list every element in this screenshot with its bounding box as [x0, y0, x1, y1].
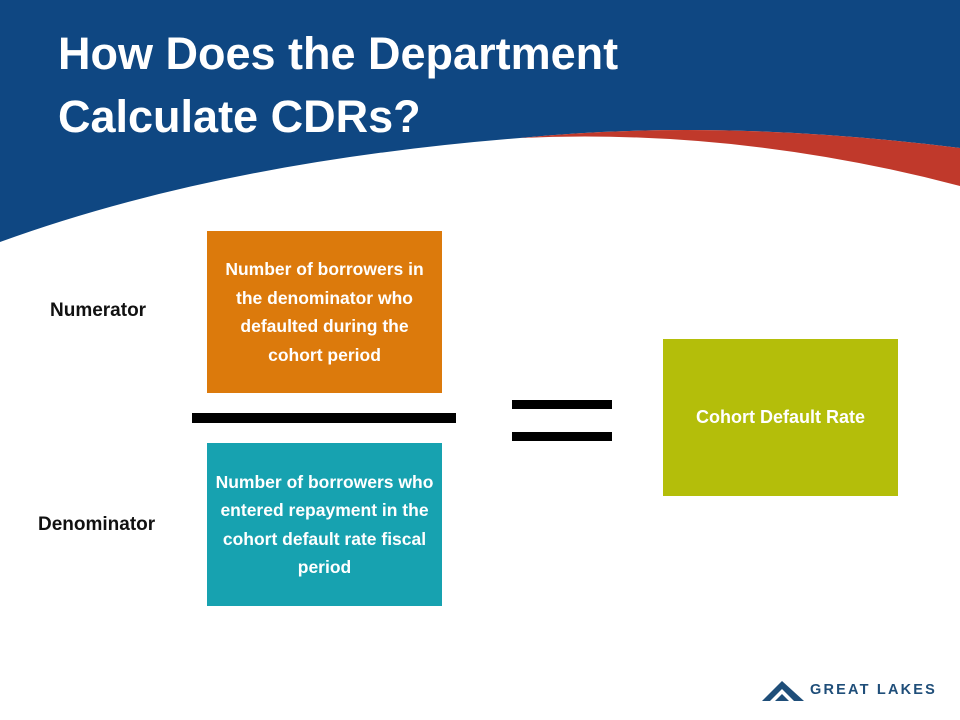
denominator-box: Number of borrowers who entered repaymen…: [207, 443, 442, 606]
equals-sign-bottom-bar: [512, 432, 612, 441]
mountain-icon: [762, 681, 804, 701]
result-box-text: Cohort Default Rate: [695, 407, 865, 427]
result-box: Cohort Default Rate: [663, 339, 898, 496]
title-line-2: Calculate CDRs?: [58, 91, 421, 142]
header-background: [0, 0, 960, 242]
equals-sign-top-bar: [512, 400, 612, 409]
numerator-box-text: Number of borrowers in the denominator w…: [225, 259, 424, 365]
numerator-label: Numerator: [50, 300, 147, 321]
denominator-box-text: Number of borrowers who entered repaymen…: [215, 471, 434, 578]
logo-text: GREAT LAKES: [810, 682, 938, 698]
page-title: How Does the Department Calculate CDRs?: [58, 22, 818, 148]
numerator-box: Number of borrowers in the denominator w…: [207, 231, 442, 393]
header-red-swoosh: [520, 130, 960, 186]
fraction-bar: [192, 413, 456, 423]
title-line-1: How Does the Department: [58, 28, 619, 79]
header-blue-shape: [0, 0, 960, 242]
denominator-label: Denominator: [38, 514, 156, 535]
great-lakes-logo: GREAT LAKES: [762, 677, 942, 703]
